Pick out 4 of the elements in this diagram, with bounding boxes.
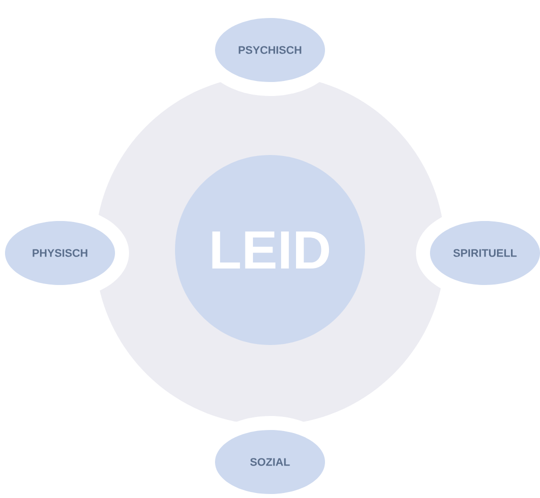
- node-label: SPIRITUELL: [453, 249, 517, 257]
- node-label: PHYSISCH: [32, 249, 88, 257]
- node-label: SOZIAL: [250, 458, 290, 466]
- node-label: PSYCHISCH: [238, 46, 302, 54]
